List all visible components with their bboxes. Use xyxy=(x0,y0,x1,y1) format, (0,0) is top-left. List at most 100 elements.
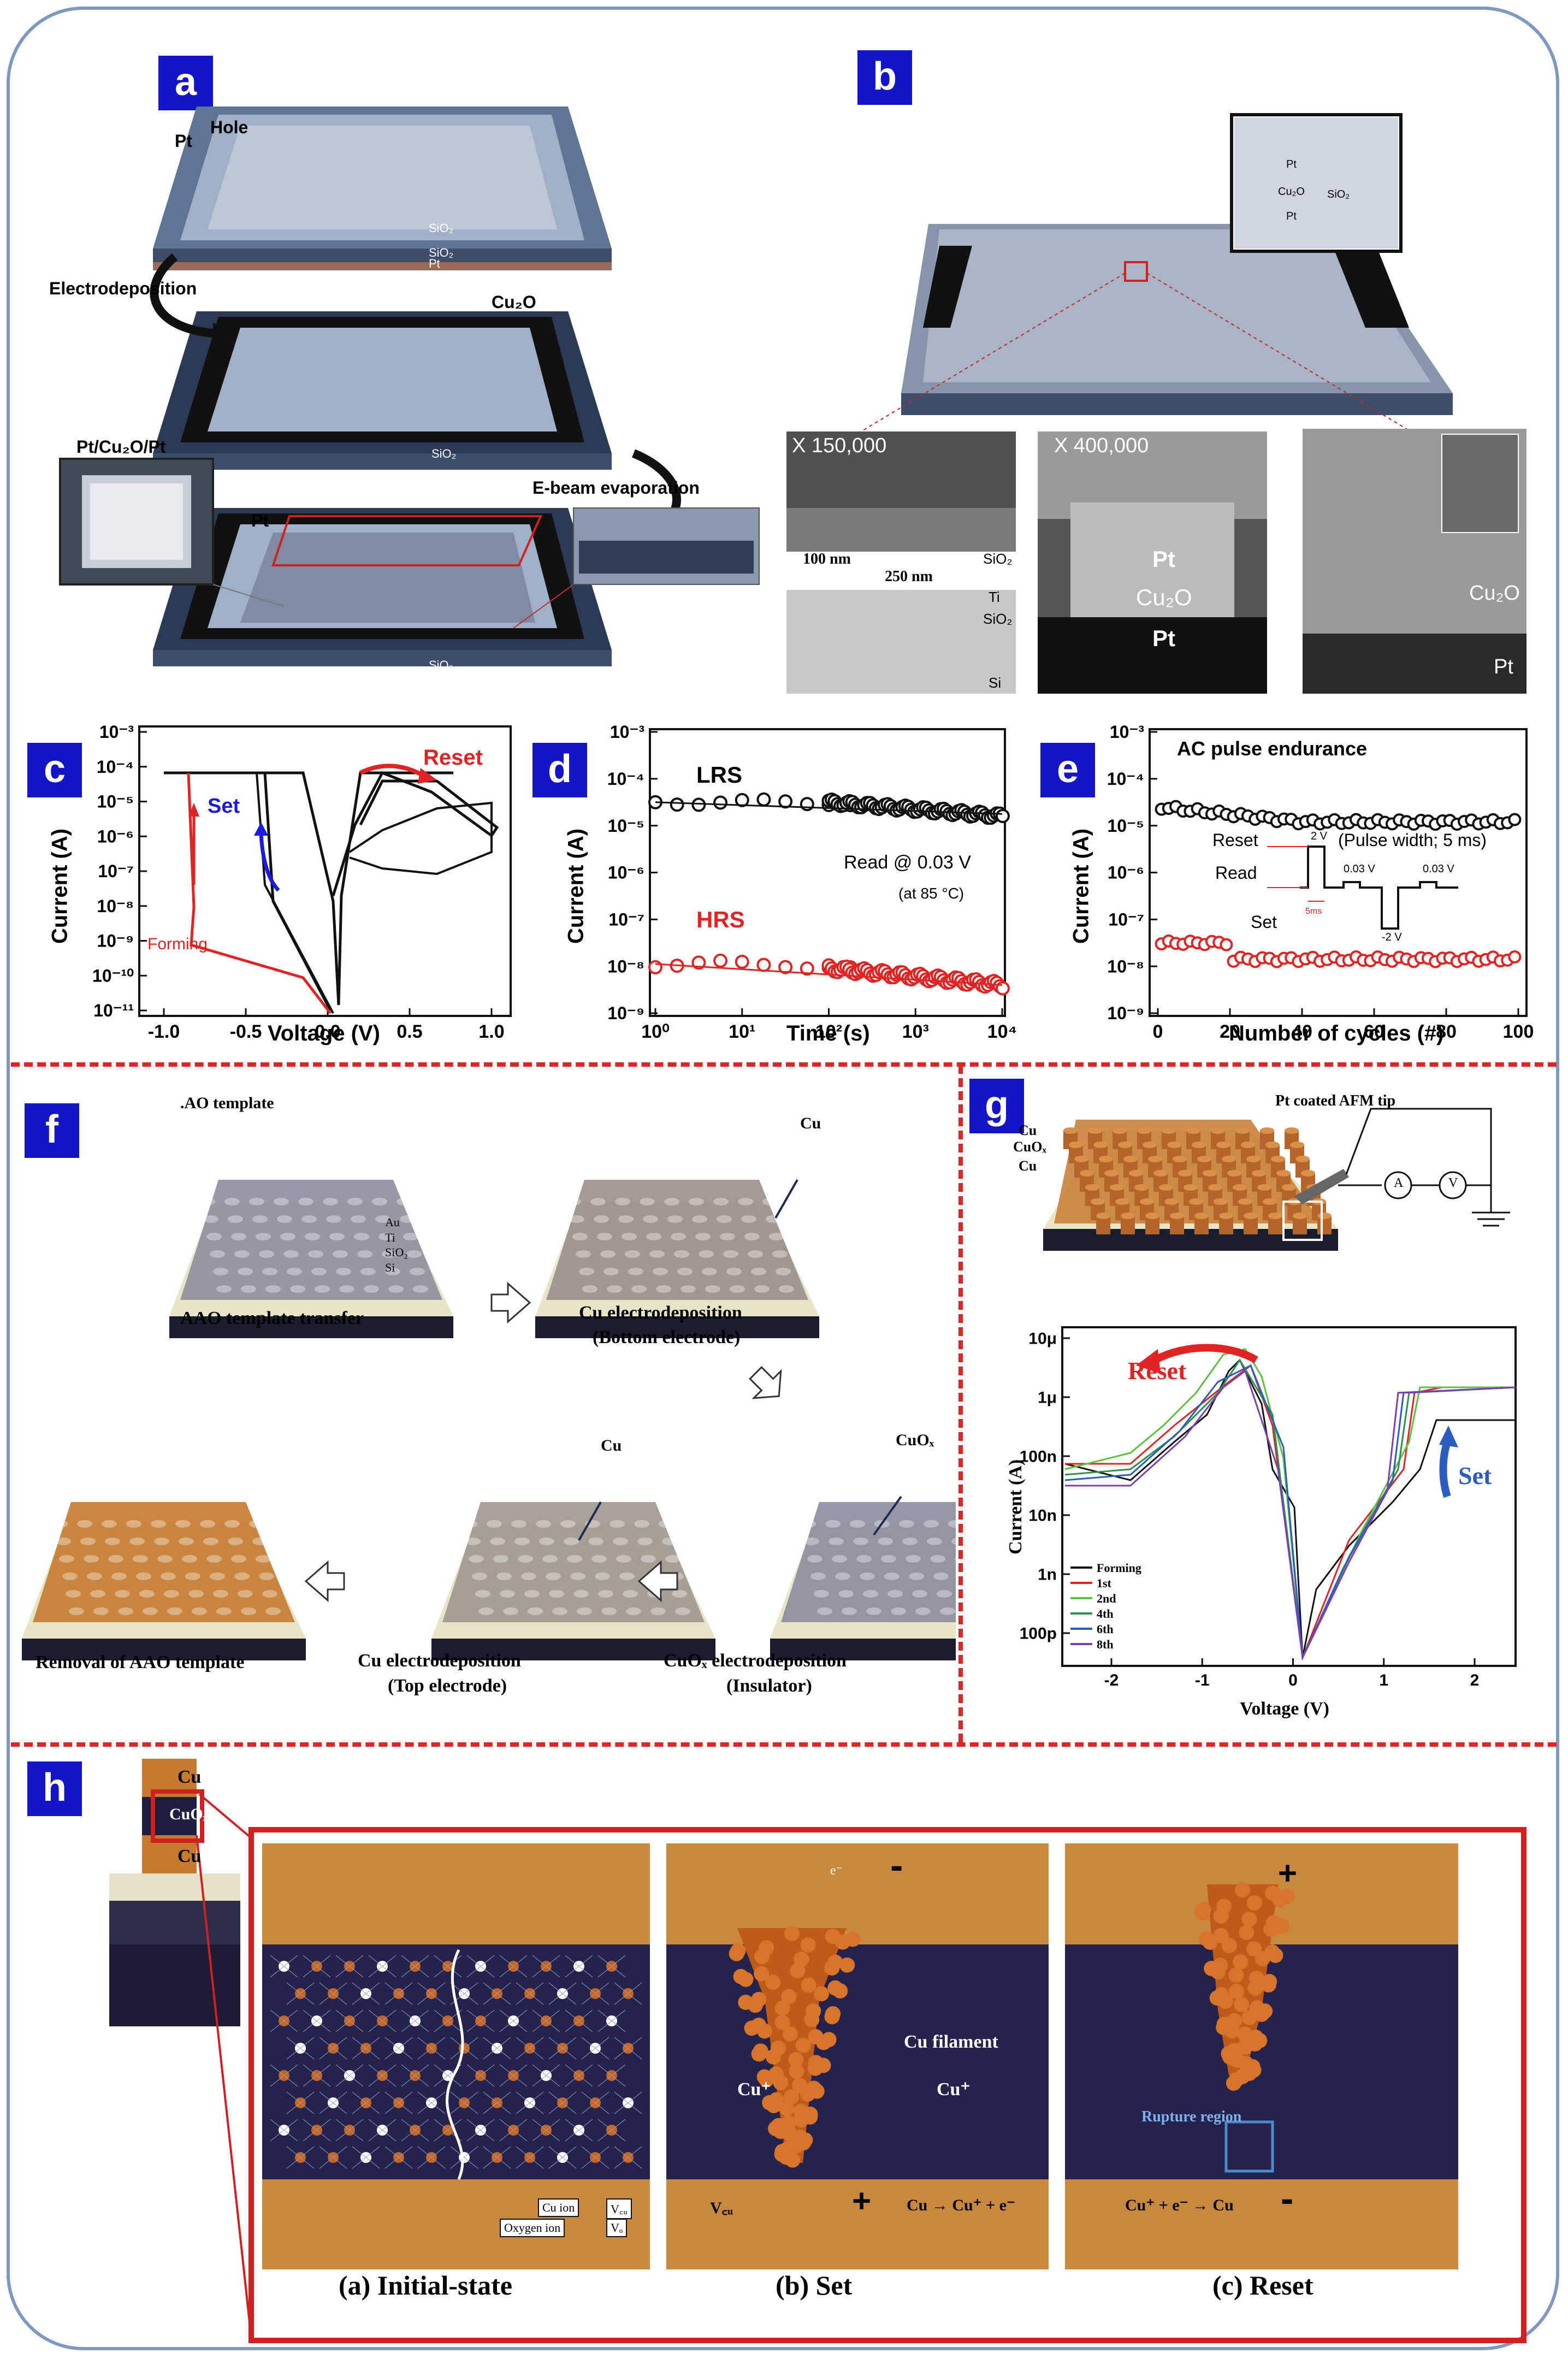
f-step5: Removal of AAO template xyxy=(35,1652,245,1672)
x-tick-label: 60 xyxy=(1364,1021,1384,1042)
pillar-top xyxy=(866,1607,881,1615)
x-tick-label: -0.5 xyxy=(230,1021,262,1042)
pillar-top xyxy=(1293,1213,1307,1219)
pillar-top xyxy=(388,1285,404,1293)
pillar-top xyxy=(1197,1156,1211,1162)
pillar-top xyxy=(1143,1142,1157,1148)
y-tick-label: 10⁻⁴ xyxy=(97,757,134,777)
pillar-top xyxy=(1080,1170,1094,1176)
cu-atom xyxy=(1226,2076,1241,2091)
pillar-top xyxy=(66,1590,81,1598)
h-red-rxn: Cu⁺ + e⁻ → Cu xyxy=(1125,2196,1234,2214)
pillar-top xyxy=(838,1590,854,1598)
cu-atom xyxy=(765,1974,781,1990)
cu-atom xyxy=(1253,2007,1269,2022)
pillar-top xyxy=(1285,1127,1299,1134)
pillar-top xyxy=(681,1285,696,1293)
legend-label: 4th xyxy=(1097,1607,1114,1621)
pillar-top xyxy=(671,1233,686,1240)
cu-atom xyxy=(1194,1905,1210,1920)
pillar-top xyxy=(521,1572,536,1580)
lattice-bond xyxy=(532,1955,560,1978)
pillar-top xyxy=(62,1572,78,1580)
pillar-top xyxy=(136,1572,151,1580)
pillar-top xyxy=(598,1590,613,1598)
pillar-top xyxy=(224,1520,240,1528)
pillar-top xyxy=(634,1520,649,1528)
pillar-top xyxy=(779,1285,794,1293)
x-tick-label: 10² xyxy=(815,1021,842,1042)
lattice-bond xyxy=(417,2146,446,2169)
h-cu-ion: Cu ion xyxy=(538,2198,579,2217)
lattice-bond xyxy=(466,1955,495,1978)
x-tick-label: 0 xyxy=(1153,1021,1163,1042)
pillar-top xyxy=(1317,1213,1332,1219)
pillar-top xyxy=(860,1572,875,1580)
pillar-top xyxy=(262,1590,277,1598)
lattice-bond xyxy=(565,2119,593,2142)
pillar-top xyxy=(842,1607,857,1615)
pillar-top xyxy=(372,1198,387,1205)
y-tick-label: 10⁻⁸ xyxy=(97,896,134,916)
x-tick-label: -2 xyxy=(1104,1671,1119,1689)
y-tick-label: 10⁻⁷ xyxy=(608,910,644,930)
x-tick-label: 10¹ xyxy=(729,1021,755,1042)
conduction-path xyxy=(446,1949,464,2180)
pillar-top xyxy=(640,1198,655,1205)
lattice-bond xyxy=(368,2119,397,2142)
chart-e-pulse-width: (Pulse width; 5 ms) xyxy=(1338,830,1487,850)
pillar-top xyxy=(241,1285,256,1293)
pillar-top xyxy=(93,1607,109,1615)
pillar-top xyxy=(881,1555,896,1563)
pillar-top xyxy=(77,1520,92,1528)
cu-atom xyxy=(766,2098,782,2113)
pillar-top xyxy=(206,1555,222,1563)
h-vo-legend: Vₒ xyxy=(606,2219,628,2237)
cu-atom xyxy=(1241,1912,1257,1927)
pillar-top xyxy=(308,1250,323,1258)
pillar-top xyxy=(108,1555,123,1563)
chart-e-frame xyxy=(1149,728,1528,1017)
cu-atom xyxy=(789,2064,804,2079)
tem1-mag: X 150,000 xyxy=(792,434,887,457)
cu-atom xyxy=(1235,1882,1250,1897)
cu-atom xyxy=(784,2089,800,2105)
chart-c-reset-label: Reset xyxy=(423,746,483,770)
pillar-top xyxy=(751,1268,766,1275)
pillar-top xyxy=(664,1198,679,1205)
y-tick-label: 10⁻⁸ xyxy=(1107,956,1144,976)
cu-atom xyxy=(1246,1895,1262,1911)
pillar-top xyxy=(475,1590,490,1598)
pillar-top xyxy=(490,1538,505,1545)
h-minus-b: - xyxy=(890,1844,903,1887)
pillar-top xyxy=(238,1268,253,1275)
data-point-hrs xyxy=(756,957,771,972)
h-rupture: Rupture region xyxy=(1141,2108,1242,2125)
chart-e-neg2v: -2 V xyxy=(1382,931,1402,943)
lattice-bond xyxy=(335,2064,364,2087)
pillar-top xyxy=(1238,1198,1252,1205)
pillar-top xyxy=(623,1590,638,1598)
pillar-top xyxy=(1178,1170,1192,1176)
data-point-lrs xyxy=(691,797,706,812)
pillar-top xyxy=(590,1198,606,1205)
pillar-top xyxy=(1186,1127,1200,1134)
lattice-bond xyxy=(286,1982,315,2005)
pillar-top xyxy=(333,1250,348,1258)
pillar-top xyxy=(216,1285,232,1293)
tem1-250nm: 250 nm xyxy=(885,568,933,585)
lattice-bond xyxy=(532,2009,560,2032)
pillar-top xyxy=(351,1215,366,1223)
h-panel-b xyxy=(666,1843,1049,2269)
pillar-top xyxy=(850,1520,865,1528)
chart-e-read: Read xyxy=(1215,863,1257,883)
pillar-top xyxy=(487,1520,502,1528)
pillar-top xyxy=(955,1557,956,1561)
lattice-bond xyxy=(286,2146,315,2169)
pillar-top xyxy=(619,1572,635,1580)
pillar-top xyxy=(210,1572,225,1580)
pillar-top xyxy=(139,1590,155,1598)
y-tick-label: 10⁻³ xyxy=(610,722,644,742)
data-point-lrs xyxy=(756,792,771,807)
pillar-top xyxy=(472,1572,487,1580)
